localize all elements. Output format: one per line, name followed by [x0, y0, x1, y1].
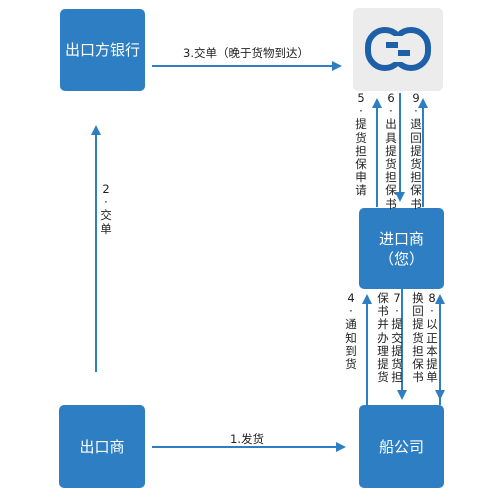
bank-logo-icon [365, 27, 431, 71]
edge-label-3: 3.交单（晚于货物到达） [183, 46, 309, 60]
edge-label-7: 7·提交提货担保书并办理提货 [377, 291, 403, 385]
node-exporter-bank-label: 出口方银行 [64, 41, 140, 59]
edge-label-1: 1.发货 [230, 432, 264, 446]
node-shipping-company: 船公司 [359, 405, 444, 488]
node-importer: 进口商 （您） [359, 208, 444, 289]
node-importer-sublabel: （您） [378, 249, 424, 268]
edge-label-8: 8·以正本提单换回提货担保书 [412, 291, 438, 385]
node-shipping-company-label: 船公司 [378, 437, 424, 456]
node-importer-label: 进口商 [378, 229, 424, 248]
edge-label-9: 9·退回提货担保书 [410, 91, 422, 211]
node-exporter-label: 出口商 [79, 437, 125, 456]
node-bank-logo [353, 8, 443, 91]
edge-label-4: 4·通知到货 [345, 291, 357, 372]
edge-label-6: 6·出具提货担保书 [385, 91, 397, 211]
edge-label-2: 2·交单 [100, 182, 112, 236]
node-exporter-bank: 出口方银行 [60, 9, 145, 91]
edge-label-5: 5·提货担保申请 [355, 91, 367, 198]
node-exporter: 出口商 [59, 405, 145, 488]
